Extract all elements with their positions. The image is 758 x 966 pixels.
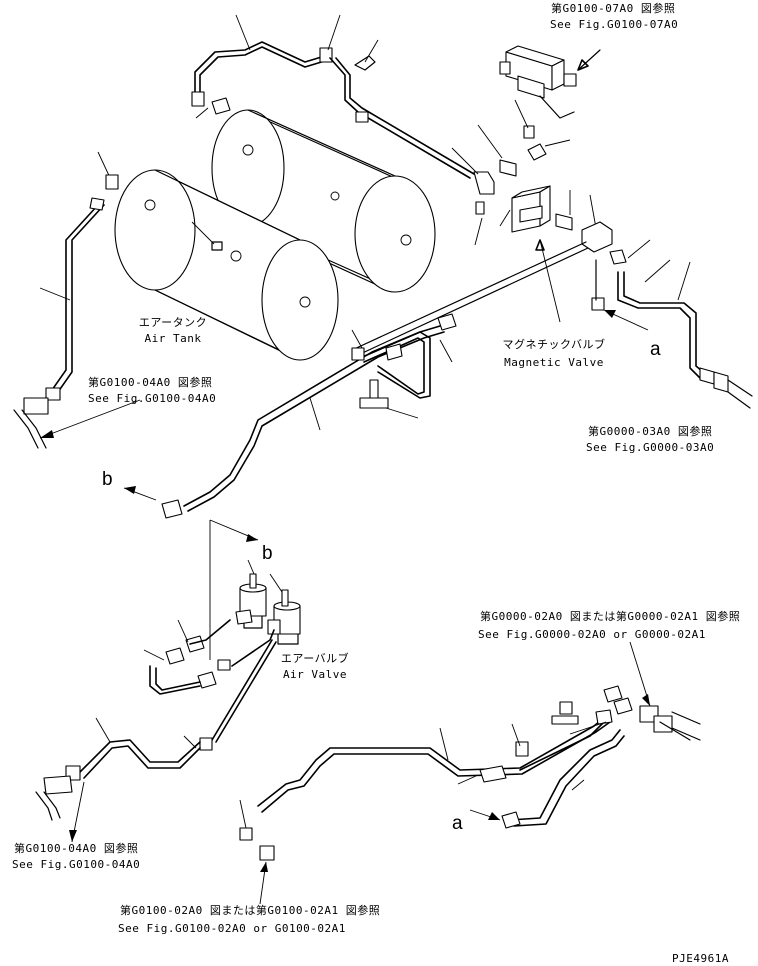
callout-a-upper: a [650,339,661,360]
air-tank-label-en: Air Tank [144,332,202,345]
magnetic-valve [351,185,627,357]
ref-04a0-bottom-jp: 第G0100-04A0 図参照 [14,842,139,855]
lower-right-pipes [239,641,701,905]
ref-0100-02a0-en: See Fig.G0100-02A0 or G0100-02A1 [118,922,346,935]
ref-07a0-jp: 第G0100-07A0 図参照 [551,2,676,15]
pipe-to-03a0 [617,261,753,409]
arrow-a-upper [603,309,649,331]
drawing-number: PJE4961A [672,952,729,965]
left-pipe [13,174,141,449]
leader-lines-top [97,14,671,283]
air-valve-label-jp: エアーバルブ [280,652,350,665]
air-tank-rear [211,109,436,293]
lower-left-pipe [35,717,213,843]
top-pipe-run [191,41,547,215]
ref-03a0-en: See Fig.G0000-03A0 [586,441,715,454]
ref-04a0-top-en: See Fig.G0100-04A0 [88,392,217,405]
air-tank-label-jp: エアータンク [138,316,208,329]
ref-02a0-jp: 第G0000-02A0 図または第G0000-02A1 図参照 [480,610,741,623]
air-tank-front [114,169,339,361]
middle-pipe-run [123,313,457,519]
ref-07a0-en: See Fig.G0100-07A0 [550,18,679,31]
magnetic-valve-upper [499,45,601,119]
ref-04a0-bottom-en: See Fig.G0100-04A0 [12,858,141,871]
ref-02a0-en: See Fig.G0000-02A0 or G0000-02A1 [478,628,706,641]
air-valve-label-en: Air Valve [282,668,348,681]
ref-0100-02a0-jp: 第G0100-02A0 図または第G0100-02A1 図参照 [120,904,381,917]
callout-a-lower: a [452,813,463,834]
callout-b-left: b [102,469,113,490]
magnetic-valve-label-en: Magnetic Valve [504,356,604,369]
magnetic-valve-label-jp: マグネチックバルブ [502,338,606,351]
ref-04a0-top-jp: 第G0100-04A0 図参照 [88,376,213,389]
air-valve-group [143,519,301,745]
callout-b-lower: b [262,543,273,564]
ref-03a0-jp: 第G0000-03A0 図参照 [588,425,713,438]
